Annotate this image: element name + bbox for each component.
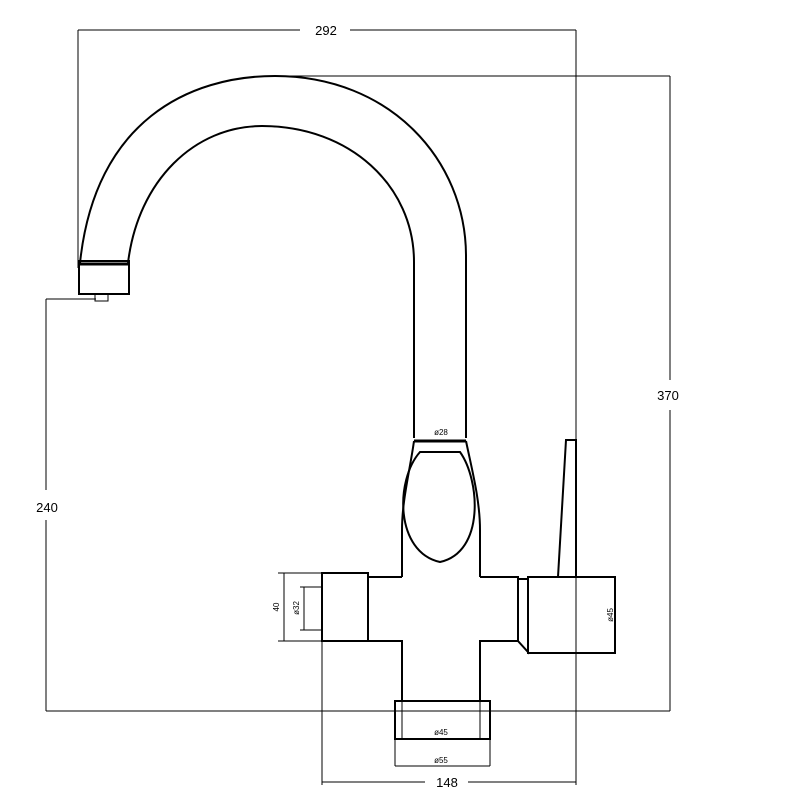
faucet-body	[367, 440, 519, 702]
right-lever	[517, 439, 616, 655]
spout	[78, 74, 467, 443]
dimension-lines	[45, 29, 671, 785]
left-handle	[278, 572, 369, 642]
dimension-spout-height: 240	[36, 500, 58, 515]
dimension-overall-width: 292	[315, 23, 337, 38]
dimension-overall-height: 370	[657, 388, 679, 403]
label-base-outer-diameter: ø55	[434, 756, 448, 765]
dimension-base-width: 148	[436, 775, 458, 790]
label-base-inner-diameter: ø45	[434, 728, 448, 737]
label-handle-height: 40	[272, 602, 281, 611]
base-flange	[394, 700, 491, 767]
label-spout-pipe-diameter: ø28	[434, 428, 448, 437]
label-lever-diameter: ø45	[606, 608, 615, 622]
label-handle-diameter: ø32	[292, 601, 301, 615]
